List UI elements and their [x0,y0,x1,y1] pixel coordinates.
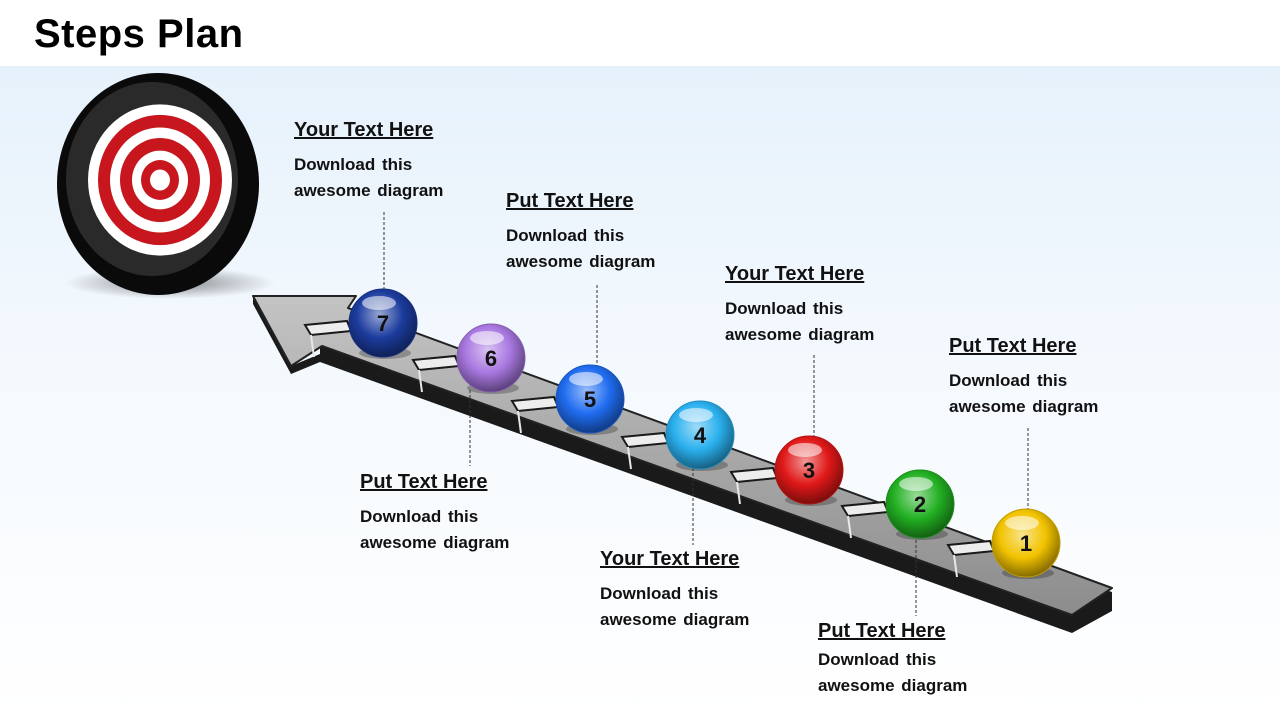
ball-highlight [1005,516,1039,530]
step-2-body: Download this awesome diagram [818,647,993,699]
step-7-body: Download this awesome diagram [294,152,469,204]
step-6-number: 6 [485,346,497,371]
step-1-heading: Put Text Here [949,335,1149,358]
step-5-number: 5 [584,387,596,412]
step-6-label: Put Text Here Download this awesome diag… [360,471,560,556]
step-2-label: Put Text Here Download this awesome diag… [818,620,1018,699]
ball-highlight [569,372,603,386]
step-1-number: 1 [1020,531,1032,556]
step-3-body: Download this awesome diagram [725,296,900,348]
step-7-heading: Your Text Here [294,119,494,142]
ball-highlight [362,296,396,310]
target-icon [57,73,275,299]
step-6-body: Download this awesome diagram [360,504,535,556]
step-3-label: Your Text Here Download this awesome dia… [725,263,925,348]
step-3-heading: Your Text Here [725,263,925,286]
step-4-label: Your Text Here Download this awesome dia… [600,548,800,633]
ball-highlight [899,477,933,491]
target-rings [88,104,232,255]
step-2-heading: Put Text Here [818,620,1018,643]
step-5-heading: Put Text Here [506,190,706,213]
step-1-label: Put Text Here Download this awesome diag… [949,335,1149,420]
step-1-body: Download this awesome diagram [949,368,1124,420]
step-6-heading: Put Text Here [360,471,560,494]
ball-highlight [679,408,713,422]
step-7-number: 7 [377,311,389,336]
target-bullseye [156,176,164,185]
ball-highlight [470,331,504,345]
step-7-label: Your Text Here Download this awesome dia… [294,119,494,204]
step-5-body: Download this awesome diagram [506,223,681,275]
step-4-heading: Your Text Here [600,548,800,571]
step-2-number: 2 [914,492,926,517]
step-5-label: Put Text Here Download this awesome diag… [506,190,706,275]
step-4-body: Download this awesome diagram [600,581,775,633]
ball-highlight [788,443,822,457]
step-4-number: 4 [694,423,707,448]
step-3-number: 3 [803,458,815,483]
